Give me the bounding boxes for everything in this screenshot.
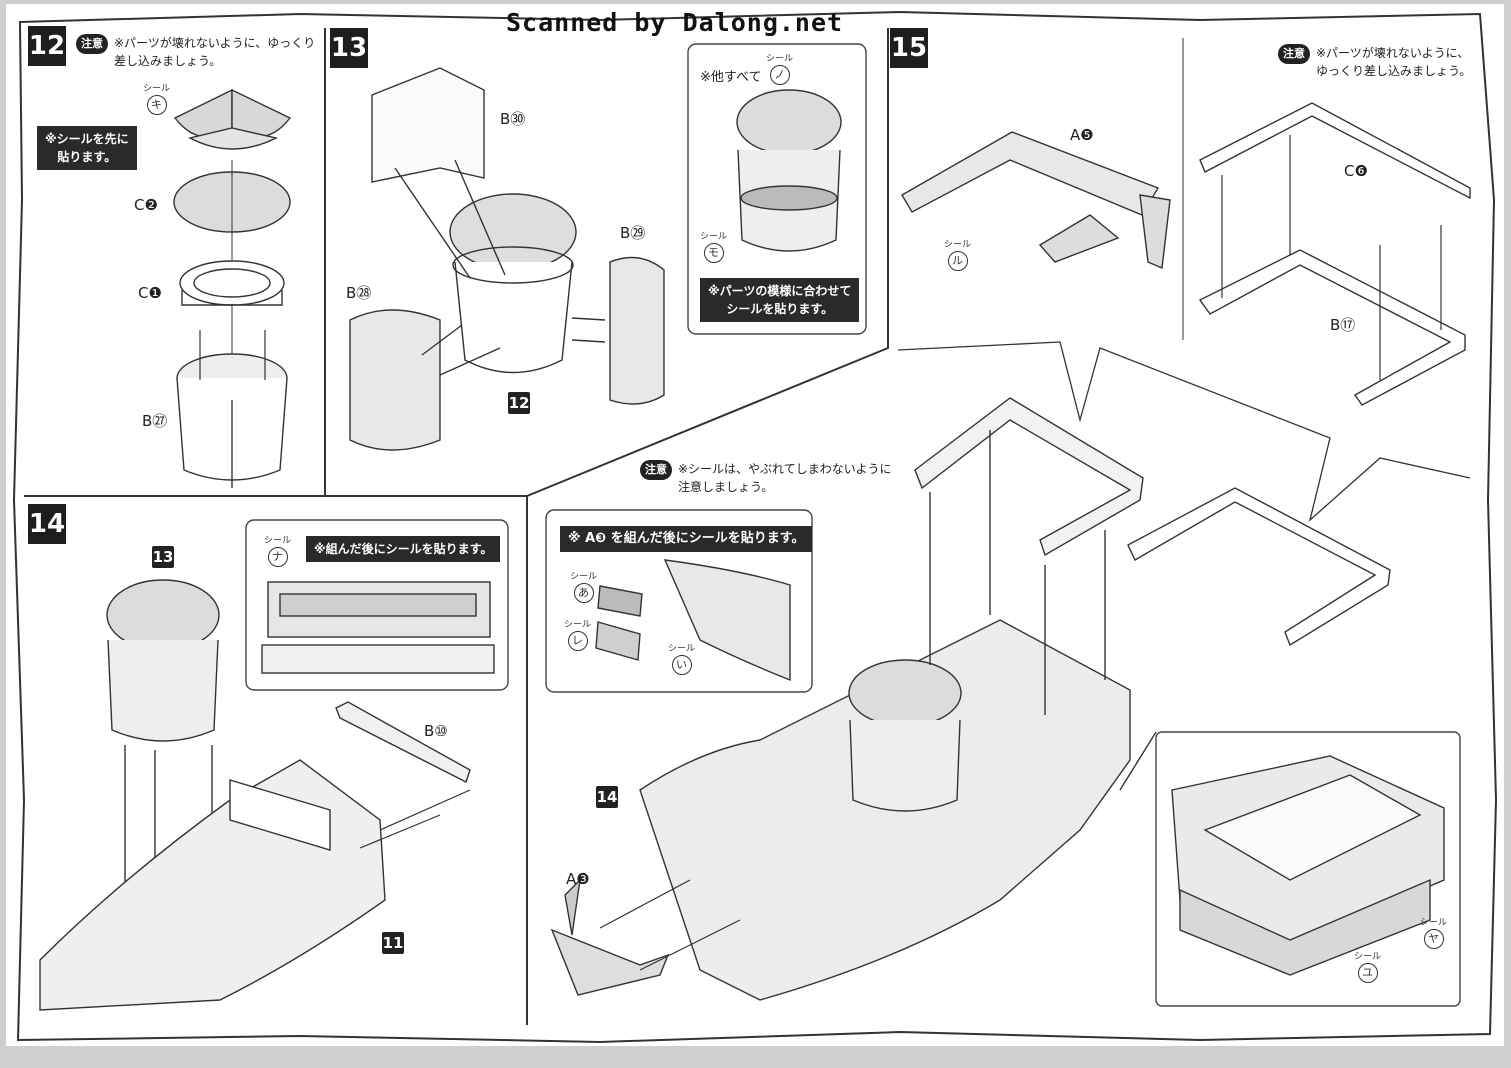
step-14-note: ※組んだ後にシールを貼ります。 [306, 536, 501, 562]
part-b28-label: B㉘ [346, 284, 372, 302]
caution-text: ※シールは、やぶれてしまわないように 注意しましょう。 [678, 462, 892, 494]
seal-glyph: レ [567, 631, 588, 651]
step-12-note: ※シールを先に 貼ります。 [37, 126, 137, 170]
step-12-caution: 注意 ※パーツが壊れないように、ゆっくり 差し込みましょう。 [76, 34, 315, 70]
step-15-ref-14: 14 [596, 786, 618, 808]
part-c2-label: C❷ [134, 196, 158, 214]
step13-diagram [349, 43, 867, 451]
seal-yu-tag: シール ユ [1354, 952, 1381, 983]
step-13-ref-12: 12 [508, 392, 530, 414]
part-a5-label: A❺ [1070, 126, 1094, 144]
seal-glyph: ノ [769, 65, 790, 85]
caution-badge: 注意 [640, 460, 672, 480]
step-15-caution-seal: 注意 ※シールは、やぶれてしまわないように 注意しましょう。 [640, 460, 891, 496]
seal-label: シール [570, 572, 598, 582]
page-border [12, 10, 1498, 1044]
step-14-number: 14 [28, 504, 66, 544]
step15-diagram [545, 102, 1471, 1007]
seal-glyph: ル [947, 251, 968, 271]
seal-glyph: ナ [267, 547, 288, 567]
part-b27-label: B㉗ [142, 412, 168, 430]
part-c6-label: C❻ [1344, 162, 1368, 180]
caution-text: ※パーツが壊れないように、 ゆっくり差し込みましょう。 [1316, 46, 1472, 78]
seal-glyph: い [671, 655, 692, 675]
step-14-ref-11: 11 [382, 932, 404, 954]
step-14-ref-13: 13 [152, 546, 174, 568]
seal-a-tag: シール あ [570, 572, 597, 603]
seal-glyph: あ [573, 583, 594, 603]
step-15-caution: 注意 ※パーツが壊れないように、 ゆっくり差し込みましょう。 [1278, 44, 1471, 80]
seal-glyph: ユ [1357, 963, 1378, 983]
seal-label: シール [766, 54, 794, 64]
seal-glyph: モ [703, 243, 724, 263]
step-13-note: ※パーツの模様に合わせて シールを貼ります。 [700, 278, 860, 322]
divider-13-15 [526, 28, 889, 497]
caution-text: ※パーツが壊れないように、ゆっくり 差し込みましょう。 [114, 36, 316, 68]
inset-note-others: ※他すべて [700, 70, 762, 85]
seal-label: シール [1420, 918, 1448, 928]
seal-na-tag: シール ナ [264, 536, 291, 567]
part-b29-label: B㉙ [620, 224, 646, 242]
part-b17-label: B⑰ [1330, 316, 1356, 334]
step14-diagram [39, 519, 509, 1011]
step-15-inset-note: ※ A❸ を組んだ後にシールを貼ります。 [560, 526, 813, 552]
seal-re-tag: シール レ [564, 620, 591, 651]
scan-watermark: Scanned by Dalong.net [506, 8, 844, 37]
caution-badge: 注意 [1278, 44, 1310, 64]
seal-label: シール [264, 536, 292, 546]
seal-glyph: ヤ [1423, 929, 1444, 949]
seal-ki-tag: シール キ [143, 84, 170, 115]
seal-glyph: キ [146, 95, 167, 115]
part-b10-label: B⑩ [424, 722, 448, 740]
seal-label: シール [668, 644, 696, 654]
seal-label: シール [143, 84, 171, 94]
seal-label: シール [1354, 952, 1382, 962]
step-12-number: 12 [28, 26, 66, 66]
part-b30-label: B㉚ [500, 110, 526, 128]
seal-label: シール [944, 240, 972, 250]
step-15-number: 15 [890, 28, 928, 68]
step-13-number: 13 [330, 28, 368, 68]
part-a3-label: A❸ [566, 870, 590, 888]
step12-diagram [173, 88, 292, 488]
seal-ru-tag: シール ル [944, 240, 971, 271]
seal-no-tag: シール ノ [766, 54, 793, 85]
seal-mo-tag: シール モ [700, 232, 727, 263]
seal-ya-tag: シール ヤ [1420, 918, 1447, 949]
caution-badge: 注意 [76, 34, 108, 54]
part-c1-label: C❶ [138, 284, 162, 302]
seal-label: シール [700, 232, 728, 242]
seal-label: シール [564, 620, 592, 630]
seal-i-tag: シール い [668, 644, 695, 675]
